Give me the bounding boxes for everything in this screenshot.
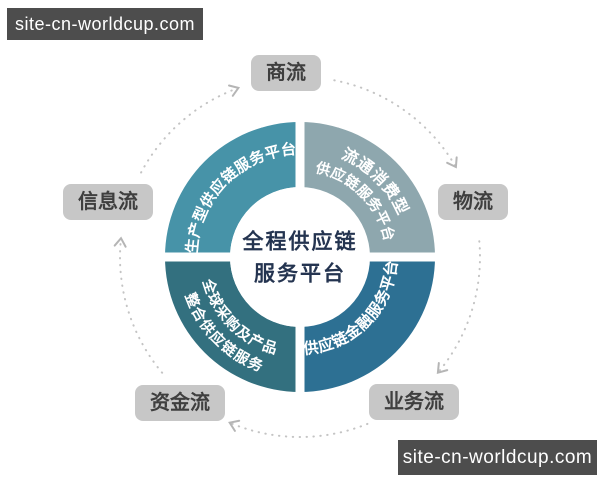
- flow-arrow-top-to-right: [333, 79, 458, 169]
- watermark-bottom-right: site-cn-worldcup.com: [398, 440, 597, 475]
- quadrant-bottom-left: [165, 257, 300, 392]
- quadrant-top-right: [300, 122, 435, 257]
- flow-cycle-arcs: [113, 79, 481, 438]
- flow-arrow-bottomleft-to-left: [113, 236, 164, 374]
- flow-arrow-bottomright-to-bottomleft: [228, 419, 369, 438]
- flow-arrow-right-to-bottomright: [436, 240, 481, 375]
- flow-node-business-flow: 商流: [251, 55, 321, 91]
- ring-quadrants: [165, 122, 435, 392]
- flow-node-logistics: 物流: [438, 184, 508, 220]
- center-title-line2: 服务平台: [254, 262, 346, 285]
- flow-node-information-flow: 信息流: [63, 184, 153, 220]
- center-title-line1: 全程供应链: [242, 230, 358, 254]
- quadrant-top-left: [165, 122, 300, 257]
- flow-node-operations-flow: 业务流: [369, 384, 459, 420]
- center-title: 全程供应链 服务平台: [243, 227, 358, 290]
- quadrant-bottom-right: [300, 257, 435, 392]
- quadrant-dividers: [158, 115, 442, 399]
- watermark-top-left: site-cn-worldcup.com: [7, 8, 203, 40]
- flow-node-capital-flow: 资金流: [135, 385, 225, 421]
- center-hub: [230, 187, 370, 327]
- flow-arrow-left-to-top: [140, 84, 241, 174]
